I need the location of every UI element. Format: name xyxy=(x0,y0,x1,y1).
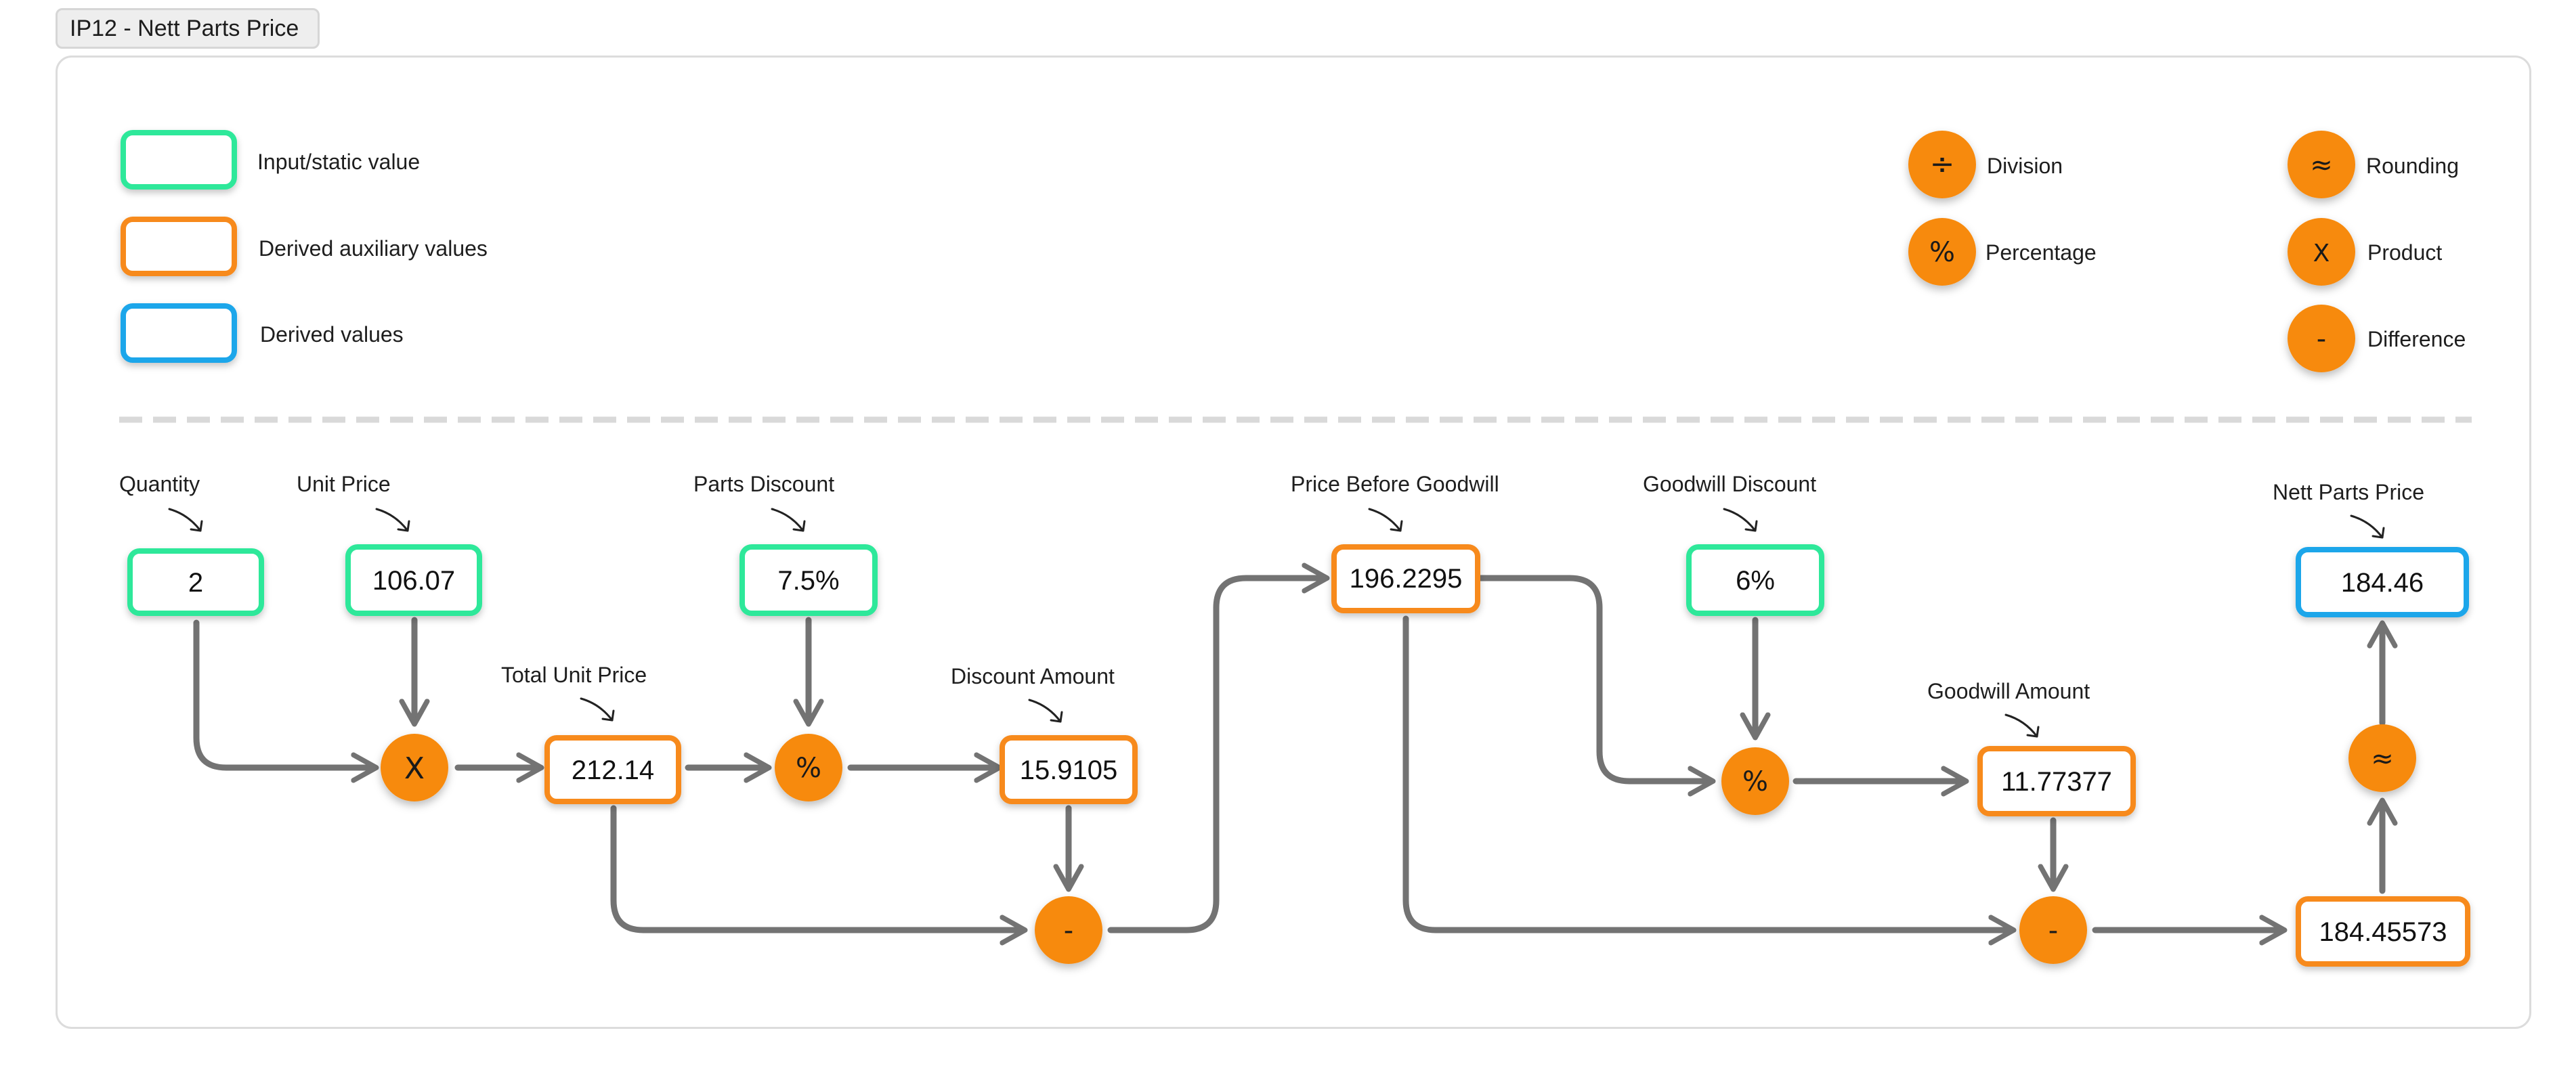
nett-parts-price-value: 184.46 xyxy=(2341,568,2424,598)
arrow-difference-to-pricebefore xyxy=(1107,563,1330,933)
unrounded-price-node[interactable]: 184.45573 xyxy=(2296,896,2470,967)
division-symbol: ÷ xyxy=(1930,147,1955,181)
nett-parts-price-pointer-icon xyxy=(2350,514,2385,539)
goodwill-discount-pointer-icon xyxy=(1723,508,1758,532)
difference-operator-2[interactable]: - xyxy=(2019,896,2087,964)
percentage-operator-1[interactable]: % xyxy=(775,734,842,801)
legend-rounding-label: Rounding xyxy=(2366,154,2459,178)
arrow-pricebefore-to-difference xyxy=(1402,615,2017,946)
price-before-goodwill-value: 196.2295 xyxy=(1350,564,1463,594)
difference-operator-1-icon xyxy=(1035,896,1102,964)
legend-product-label: Product xyxy=(2367,240,2442,265)
goodwill-discount-label: Goodwill Discount xyxy=(1643,472,1816,496)
price-before-goodwill-node[interactable]: 196.2295 xyxy=(1331,544,1480,613)
unrounded-price-value: 184.45573 xyxy=(2319,917,2447,947)
frame-title[interactable]: IP12 - Nett Parts Price xyxy=(56,8,320,49)
nett-parts-price-label: Nett Parts Price xyxy=(2273,480,2424,504)
legend-auxiliary-label: Derived auxiliary values xyxy=(259,236,488,261)
legend-difference-label: Difference xyxy=(2367,327,2466,351)
operator-nodes: X % - % - ≈ xyxy=(381,724,2416,964)
goodwill-amount-value: 11.77377 xyxy=(2001,767,2112,797)
value-nodes: 2 106.07 7.5% 212.14 15.9105 196.2295 xyxy=(127,544,2470,967)
unit-price-label: Unit Price xyxy=(297,472,391,496)
product-operator-symbol: X xyxy=(404,751,425,786)
product-symbol: X xyxy=(2313,240,2330,267)
discount-amount-pointer-icon xyxy=(1028,699,1063,723)
quantity-label: Quantity xyxy=(119,472,200,496)
difference-operator-2-symbol: - xyxy=(2048,915,2058,946)
parts-discount-pointer-icon xyxy=(771,508,806,532)
percentage-icon xyxy=(1908,218,1976,286)
percentage-operator-2-symbol: % xyxy=(1742,766,1768,797)
percentage-symbol: % xyxy=(1929,237,1955,268)
rounding-operator-symbol: ≈ xyxy=(2371,743,2394,774)
connectors xyxy=(193,563,2398,946)
total-unit-price-pointer-icon xyxy=(580,697,615,722)
parts-discount-node[interactable]: 7.5% xyxy=(739,544,878,616)
total-unit-price-value: 212.14 xyxy=(572,755,654,785)
arrow-quantity-to-product xyxy=(193,619,379,783)
legend-derived-label: Derived values xyxy=(260,322,404,347)
percentage-operator-2[interactable]: % xyxy=(1721,747,1789,815)
quantity-pointer-icon xyxy=(168,508,203,532)
percentage-operator-1-icon xyxy=(775,734,842,801)
quantity-value: 2 xyxy=(188,568,203,598)
difference-operator-1[interactable]: - xyxy=(1035,896,1102,964)
diagram-frame xyxy=(56,56,2531,1029)
legend-input-swatch xyxy=(121,130,237,190)
parts-discount-value: 7.5% xyxy=(777,566,839,596)
product-icon xyxy=(2288,218,2355,286)
unit-price-pointer-icon xyxy=(375,508,410,532)
legend-percentage-label: Percentage xyxy=(1985,240,2097,265)
difference-symbol: - xyxy=(2317,324,2326,355)
discount-amount-label: Discount Amount xyxy=(951,664,1115,688)
total-unit-price-node[interactable]: 212.14 xyxy=(544,735,681,804)
percentage-operator-2-icon xyxy=(1721,747,1789,815)
difference-operator-1-symbol: - xyxy=(1064,915,1073,946)
goodwill-discount-value: 6% xyxy=(1736,566,1775,596)
product-operator[interactable]: X xyxy=(381,734,448,801)
unit-price-value: 106.07 xyxy=(372,566,455,596)
rounding-symbol: ≈ xyxy=(2310,150,2333,181)
parts-discount-label: Parts Discount xyxy=(693,472,834,496)
goodwill-amount-label: Goodwill Amount xyxy=(1927,679,2090,703)
product-operator-icon xyxy=(381,734,448,801)
total-unit-price-label: Total Unit Price xyxy=(501,663,647,687)
unit-price-node[interactable]: 106.07 xyxy=(345,544,482,616)
goodwill-discount-node[interactable]: 6% xyxy=(1686,544,1824,616)
legend-input-label: Input/static value xyxy=(257,150,420,174)
discount-amount-value: 15.9105 xyxy=(1020,755,1118,785)
difference-icon xyxy=(2288,305,2355,372)
quantity-node[interactable]: 2 xyxy=(127,548,264,616)
division-icon xyxy=(1908,131,1976,198)
difference-operator-2-icon xyxy=(2019,896,2087,964)
rounding-icon xyxy=(2288,131,2355,198)
price-before-goodwill-pointer-icon xyxy=(1368,508,1403,532)
legend-derived-swatch xyxy=(121,303,237,363)
arrow-total-to-difference xyxy=(610,805,1028,946)
legend-auxiliary-swatch xyxy=(121,217,237,276)
rounding-operator-icon xyxy=(2348,724,2416,792)
goodwill-amount-pointer-icon xyxy=(2004,713,2040,738)
percentage-operator-1-symbol: % xyxy=(796,753,821,784)
rounding-operator[interactable]: ≈ xyxy=(2348,724,2416,792)
price-before-goodwill-label: Price Before Goodwill xyxy=(1291,472,1499,496)
goodwill-amount-node[interactable]: 11.77377 xyxy=(1977,746,2136,816)
arrow-pricebefore-to-percentage xyxy=(1477,575,1716,797)
nett-parts-price-node[interactable]: 184.46 xyxy=(2296,547,2469,617)
legend: Input/static value Derived auxiliary val… xyxy=(121,130,2466,372)
node-labels: Quantity Unit Price Parts Discount Total… xyxy=(119,472,2424,738)
discount-amount-node[interactable]: 15.9105 xyxy=(1000,735,1138,804)
legend-division-label: Division xyxy=(1987,154,2063,178)
